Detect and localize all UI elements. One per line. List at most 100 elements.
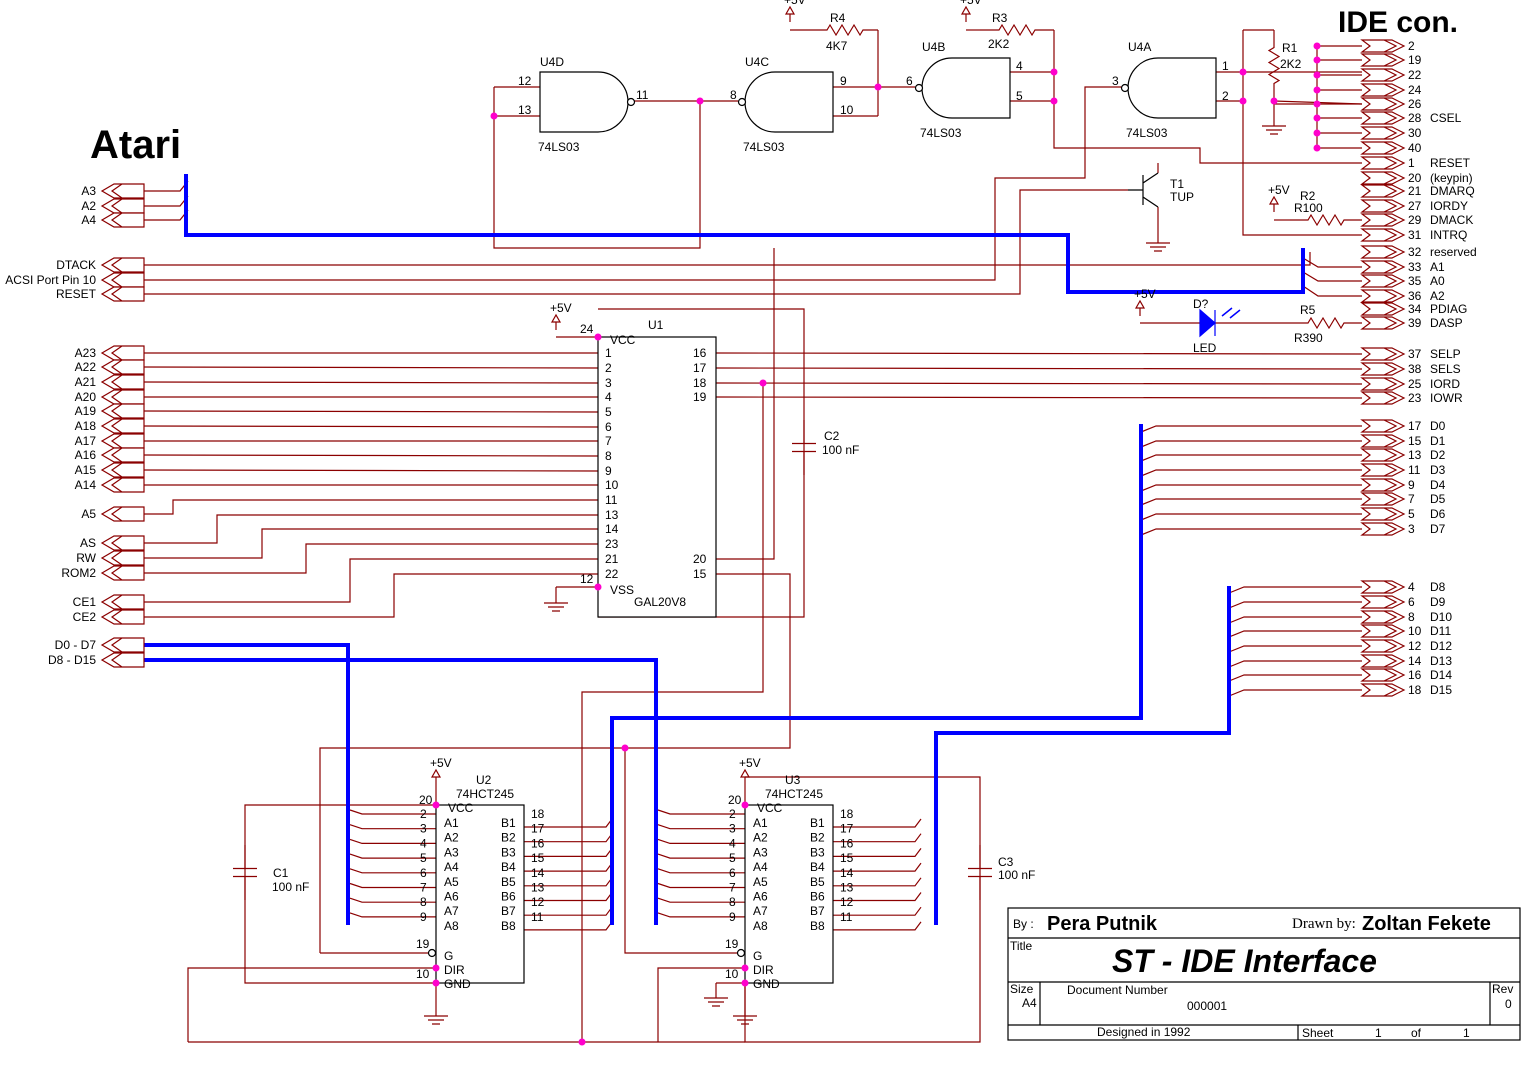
gal-pin: 24 (580, 322, 594, 336)
ide-pin-name: D4 (1430, 478, 1446, 492)
ide-pin-name: IORD (1430, 377, 1460, 391)
resistor-ref: R4 (830, 11, 846, 25)
ide-pin-name: D10 (1430, 610, 1452, 624)
ide-pin-connector (1360, 228, 1406, 242)
atari-signal-label: RESET (56, 287, 97, 301)
address-wire (141, 410, 599, 413)
ide-pin-name: D13 (1430, 654, 1452, 668)
wire (833, 892, 922, 902)
atari-pin-connector (100, 535, 145, 551)
ide-pin-number: 26 (1408, 97, 1422, 111)
wire (1228, 645, 1362, 653)
buffer-pin: 3 (729, 822, 736, 836)
ide-pin-connector (1360, 347, 1406, 361)
atari-signal-label: DTACK (56, 258, 96, 272)
buffer-pin-name: A3 (444, 845, 459, 859)
buffer-pin-name: GND (753, 977, 780, 991)
junction-dot (759, 379, 767, 387)
buffer-pin: 8 (729, 895, 736, 909)
ide-pin-connector (1360, 463, 1406, 477)
gate-ref: U4B (922, 40, 945, 54)
gal-pin: 15 (693, 567, 707, 581)
vcc-label: +5V (784, 0, 806, 7)
gate-pin: 10 (840, 103, 854, 117)
wire (1140, 454, 1362, 462)
wire (657, 838, 745, 845)
resistor-value: R100 (1294, 201, 1323, 215)
buffer-pin-name: B5 (810, 875, 825, 889)
resistor-value: 2K2 (988, 37, 1010, 51)
nand-gate (744, 71, 834, 133)
atari-pin-connector (100, 506, 145, 522)
wire (349, 838, 436, 845)
gal-pin: 13 (605, 508, 619, 522)
resistor-value: 2K2 (1280, 57, 1302, 71)
buffer-pin: 6 (420, 866, 427, 880)
ide-pin-connector (1360, 245, 1406, 259)
gal-chip (597, 336, 717, 618)
wire (142, 543, 598, 574)
ide-pin-connector (1360, 434, 1406, 448)
ide-pin-connector (1360, 610, 1406, 624)
gal-pin: 6 (605, 420, 612, 434)
drawn-name: Zoltan Fekete (1362, 913, 1491, 935)
buffer-vcc: VCC (448, 801, 474, 815)
atari-signal-label: A19 (75, 404, 97, 418)
junction-dot (1313, 144, 1321, 152)
wires (141, 29, 1363, 1043)
vcc-symbol (1268, 195, 1280, 212)
size-value: A4 (1022, 996, 1037, 1010)
wire (1140, 469, 1362, 477)
gal-pin: 5 (605, 405, 612, 419)
resistor-ref: R5 (1300, 303, 1316, 317)
rev-label: Rev (1492, 982, 1513, 996)
transistor-type: TUP (1170, 190, 1194, 204)
wire (1302, 257, 1362, 268)
atari-pin-connector (100, 462, 145, 478)
ide-pin-connector (1360, 448, 1406, 462)
junction-dot (1313, 42, 1321, 50)
ide-pin-number: 29 (1408, 213, 1422, 227)
gate-ref: U4C (745, 55, 769, 69)
gate-pin: 5 (1016, 89, 1023, 103)
wire (349, 897, 436, 903)
ide-pin-number: 4 (1408, 580, 1415, 594)
atari-pin-connector (100, 272, 145, 288)
wire (657, 967, 745, 1042)
ide-pin-connector (1360, 260, 1406, 274)
buffer-pin: 7 (420, 881, 427, 895)
ide-pin-name: D6 (1430, 507, 1446, 521)
buffer-pin-name: A2 (444, 831, 459, 845)
ide-pin-number: 18 (1408, 683, 1422, 697)
gate-pin: 6 (906, 74, 913, 88)
buffer-pin-name: A4 (753, 860, 768, 874)
buffer-pin-name: B2 (810, 831, 825, 845)
wire (1053, 30, 1362, 164)
nand-gate (921, 57, 1011, 119)
address-wire (141, 366, 599, 369)
atari-signal-label: ACSI Port Pin 10 (5, 273, 96, 287)
buffer-pin: 2 (729, 807, 736, 821)
buffer-pin-name: B1 (501, 816, 516, 830)
nand-gate (1127, 57, 1217, 119)
gal-pin: 17 (693, 361, 707, 375)
buffer-pin: 14 (840, 866, 854, 880)
inversion-bubble (737, 97, 747, 107)
ide-pin-connector (1360, 274, 1406, 288)
wire (1140, 484, 1362, 492)
nand-gate (539, 71, 629, 133)
buffer-pin: 10 (725, 967, 739, 981)
ide-pin-number: 2 (1408, 39, 1415, 53)
gal-pin: 19 (693, 390, 707, 404)
ide-pin-connector (1360, 316, 1406, 330)
ide-pin-name: D11 (1430, 624, 1451, 638)
atari-signal-label: AS (80, 536, 96, 550)
ide-pin-connector (1360, 377, 1406, 391)
ide-pin-number: 35 (1408, 274, 1422, 288)
wire (142, 86, 1121, 281)
atari-pin-connector (100, 183, 145, 199)
wire (833, 833, 922, 843)
ide-pin-number: 30 (1408, 126, 1422, 140)
buffer-pin: 11 (531, 910, 544, 924)
